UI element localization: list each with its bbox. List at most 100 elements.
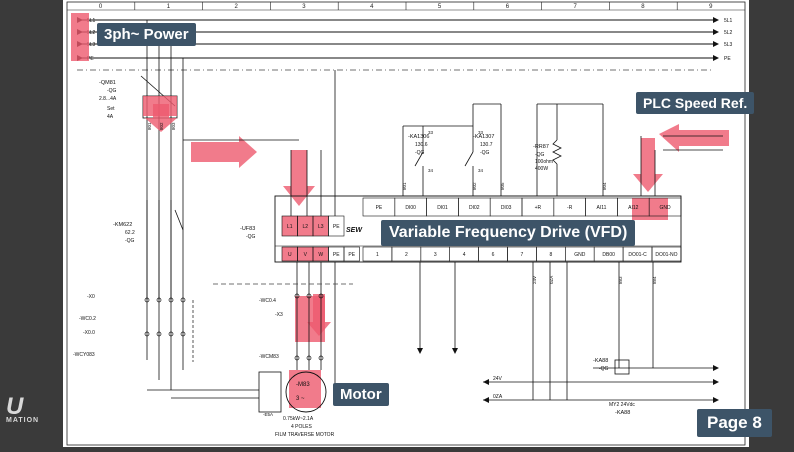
terminal-label: 3	[434, 252, 437, 258]
terminal-label: DO01-NO	[655, 252, 677, 258]
terminal-label: 7	[521, 252, 524, 258]
resistor-watt: 400W	[535, 166, 548, 172]
vfd-callout: Variable Frequency Drive (VFD)	[381, 220, 636, 246]
rail-label: 24V	[493, 376, 503, 382]
logo-mark: U	[6, 393, 23, 420]
terminal-cell	[343, 246, 360, 262]
terminal-label: DI02	[469, 205, 480, 211]
coil-tag: -KA88	[593, 358, 608, 364]
dc-rails	[483, 359, 713, 401]
terminal-label: +R	[535, 205, 542, 211]
terminal-label: DB00	[602, 252, 615, 258]
column-number: 7	[574, 4, 578, 10]
km622-ref: 62.2	[125, 230, 135, 236]
terminal-label: -WC0.4	[259, 298, 276, 304]
terminal-label: L2	[302, 224, 308, 230]
terminal-label: DO01-C	[628, 252, 647, 258]
rail-label: 0ZA	[493, 394, 503, 400]
page-number-badge: Page 8	[697, 409, 772, 437]
terminal-label: 4	[463, 252, 466, 258]
terminal-label: GND	[660, 205, 672, 211]
contactor-km622	[146, 200, 184, 390]
vfd-feed	[183, 70, 336, 216]
wire-number: 802	[159, 122, 164, 130]
wire-number: 801	[147, 122, 152, 130]
relay-pin: 34	[478, 168, 484, 173]
relay-pin: 33	[478, 130, 484, 135]
motor-rating: 0.75kW~2.1A	[283, 416, 314, 422]
qm81-tag: -QM81	[99, 80, 116, 86]
relay-ref: 130.6	[415, 142, 428, 148]
bus-label: PE	[724, 56, 731, 62]
km622-tag: -KM622	[113, 222, 132, 228]
umation-logo: U MATION	[6, 393, 66, 433]
terminal-label: 6	[492, 252, 495, 258]
resistor-ohm: 100ohm	[535, 159, 553, 165]
wire-number: 804	[602, 182, 607, 190]
plc-speed-ref-callout: PLC Speed Ref.	[636, 92, 755, 114]
terminal-label: DI03	[501, 205, 512, 211]
column-number: 8	[641, 4, 645, 10]
wire-number: 805	[500, 182, 505, 190]
column-number: 0	[99, 4, 103, 10]
km622-sub: -QG	[125, 238, 135, 244]
relay-contacts	[402, 103, 604, 196]
terminal-label: -WC0.2	[79, 316, 96, 322]
terminal-label: GND	[574, 252, 586, 258]
wire-number: 801	[402, 182, 407, 190]
coil-note: MY2 24Vdc	[609, 402, 635, 408]
column-number: 1	[167, 4, 171, 10]
qm81-sub: -QG	[107, 88, 117, 94]
qm81-range: 2.8...4A	[99, 96, 117, 102]
terminal-cell	[328, 215, 345, 237]
terminal-label: -X0	[87, 294, 95, 300]
terminal-label: 8	[549, 252, 552, 258]
terminal-label: V	[304, 252, 308, 258]
terminal-label: -R	[567, 205, 573, 211]
wire-numbers: 801 802 803 801 802 805 804 24V 0ZA 883 …	[147, 122, 657, 284]
coil-tag-2: -KA88	[615, 410, 630, 416]
relay-sub: -QG	[480, 150, 490, 156]
wire-number: 884	[652, 276, 657, 284]
coil-sub: -QG	[599, 366, 609, 372]
qm81-set-label: Set	[107, 106, 115, 112]
highlight-arrows	[71, 13, 729, 408]
terminal-label: -X3	[275, 312, 283, 318]
terminal-label: -X0.0	[83, 330, 95, 336]
motor-name: FILM TRAVERSE MOTOR	[275, 432, 335, 438]
terminal-label: U	[288, 252, 292, 258]
terminal-cell	[651, 246, 682, 262]
column-number: 6	[506, 4, 510, 10]
terminal-label: L1	[287, 224, 293, 230]
terminal-label: AI12	[628, 205, 639, 211]
qm81-set-value: 4A	[107, 114, 114, 120]
motor-callout: Motor	[333, 383, 389, 406]
bus-label-left: 5L3	[87, 42, 96, 48]
column-number: 5	[438, 4, 442, 10]
wire-number: 24V	[532, 276, 537, 284]
bus-label: 5L2	[724, 30, 733, 36]
column-number: 2	[235, 4, 239, 10]
motor-symbol	[285, 371, 327, 413]
bus-label-left: PE	[87, 56, 94, 62]
vfd-sub: -QG	[246, 234, 256, 240]
terminal-label: PE	[348, 252, 355, 258]
analog-arrows	[417, 348, 458, 354]
bus-label: 5L1	[724, 18, 733, 24]
terminal-label: L3	[318, 224, 324, 230]
motor-tag: -M83	[296, 382, 310, 388]
analog-lines	[419, 262, 654, 400]
terminal-cell	[648, 197, 682, 217]
terminal-label: PE	[333, 252, 340, 258]
resistor-sub: -QG	[535, 152, 545, 158]
bus-label-left: 5L2	[87, 30, 96, 36]
column-number: 3	[302, 4, 306, 10]
vfd-brand: SEW	[346, 227, 363, 234]
